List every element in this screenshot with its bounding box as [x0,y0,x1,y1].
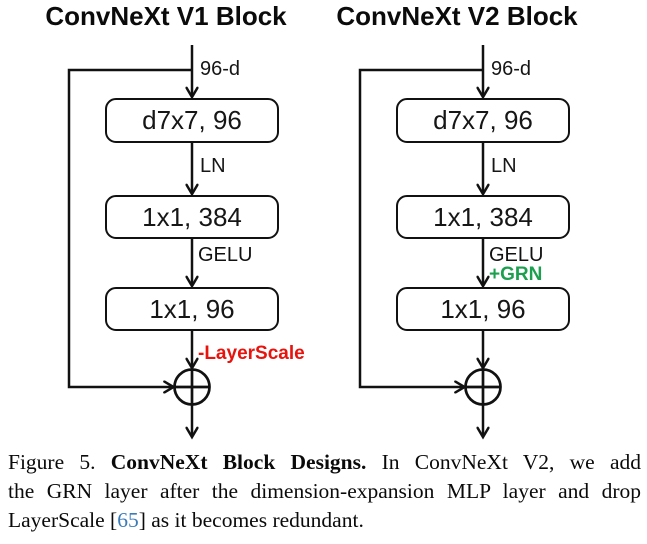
caption-line-3-pre: LayerScale [ [8,508,118,532]
merge-sum-cross [174,369,210,405]
caption-figure-number: Figure 5. [8,450,111,474]
block-diagram-v2: ConvNeXt V2 Block d7x7, 96 1x1, 384 1x1,… [291,0,615,450]
caption-line-3-post: ] as it becomes redundant. [138,508,364,532]
caption-line-2: the GRN layer after the dimension-expans… [8,479,641,503]
connector-lines-v2 [358,45,502,450]
gelu-label-v1: GELU [198,244,253,266]
caption-line-1: Figure 5. ConvNeXt Block Designs. In Con… [8,448,641,477]
connector-lines-v1 [67,45,211,450]
input-dim-label-v1: 96-d [200,58,241,80]
caption-line-1-rest: In ConvNeXt V2, we add [366,450,641,474]
expand-conv-box-v2: 1x1, 384 [396,195,570,239]
grn-added-label: +GRN [489,264,543,285]
diagram-title-v2: ConvNeXt V2 Block [336,1,578,31]
project-conv-box-v2: 1x1, 96 [396,287,570,331]
layerscale-removed-label: -LayerScale [198,343,305,364]
block-diagram-v1: ConvNeXt V1 Block d7x7, 96 1x1, 384 1x1,… [0,0,324,450]
layernorm-label-v2: LN [491,155,517,177]
skip-connection-line [67,68,192,387]
activation-labels-v2: GELU +GRN [489,244,544,285]
input-dim-label-v2: 96-d [491,58,532,80]
figure-caption: Figure 5. ConvNeXt Block Designs. In Con… [8,448,641,535]
expand-conv-box-v1: 1x1, 384 [105,195,279,239]
caption-citation-65[interactable]: 65 [117,508,139,532]
merge-sum-cross [465,369,501,405]
project-conv-box-v1: 1x1, 96 [105,287,279,331]
caption-bold-title: ConvNeXt Block Designs. [110,450,367,474]
layernorm-label-v1: LN [200,155,226,177]
dwconv-box-v2: d7x7, 96 [396,98,570,143]
diagram-title-v1: ConvNeXt V1 Block [45,1,287,31]
skip-connection-line [358,68,483,387]
dwconv-box-v1: d7x7, 96 [105,98,279,143]
caption-line-3: LayerScale [65] as it becomes redundant. [8,506,641,535]
gelu-label-v2: GELU [489,244,544,266]
activation-labels-v1: GELU [198,244,253,266]
